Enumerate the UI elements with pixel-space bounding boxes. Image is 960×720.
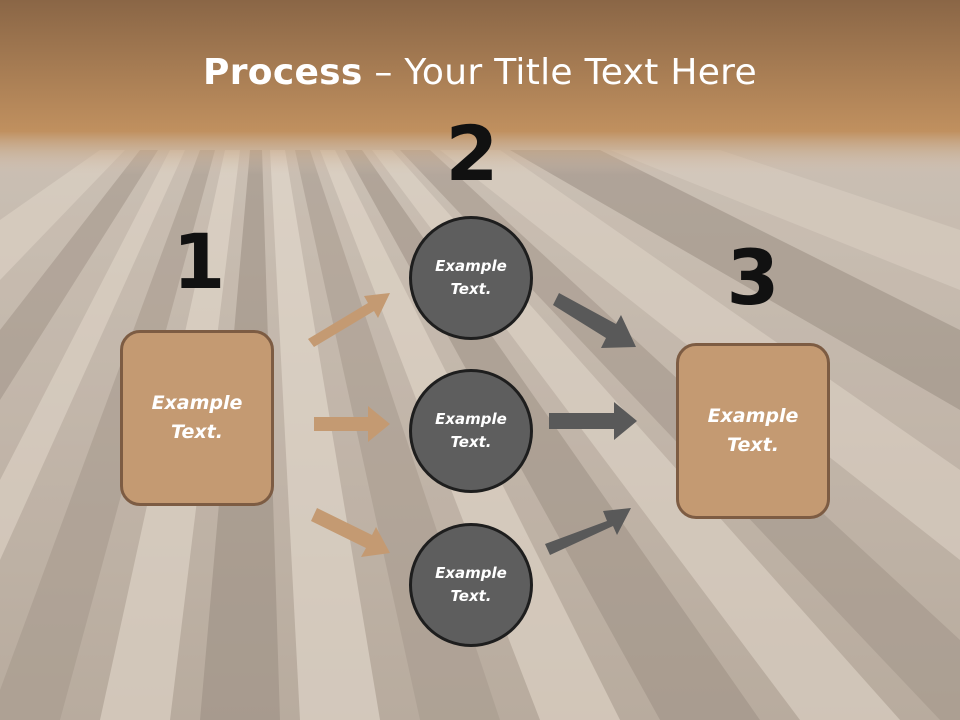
step-2-number: 2 <box>445 109 499 198</box>
title-bold: Process <box>203 52 363 93</box>
step-3-text: Example Text. <box>707 405 799 456</box>
step-2-text-middle: Example Text. <box>435 410 507 451</box>
step-2-circle-middle: Example Text. <box>409 369 533 493</box>
step-2-text-bottom: Example Text. <box>435 564 507 605</box>
step-1-number: 1 <box>172 217 226 306</box>
step-3-box: Example Text. <box>676 343 830 519</box>
step-3-number: 3 <box>726 233 780 322</box>
step-2-circle-top: Example Text. <box>409 216 533 340</box>
step-1-box: Example Text. <box>120 330 274 506</box>
title-rest: – Your Title Text Here <box>362 52 757 93</box>
step-2-circle-bottom: Example Text. <box>409 523 533 647</box>
step-1-text: Example Text. <box>151 392 243 443</box>
step-2-text-top: Example Text. <box>435 257 507 298</box>
slide-title: Process – Your Title Text Here <box>0 52 960 93</box>
